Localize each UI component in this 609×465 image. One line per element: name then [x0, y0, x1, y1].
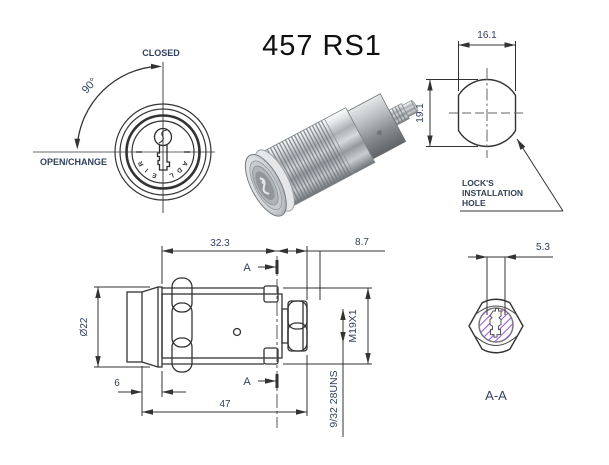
dim-keyway-label: 5.3: [536, 242, 550, 253]
dim-32-3-label: 32.3: [210, 238, 230, 249]
hole-width-label: 16.1: [477, 30, 497, 41]
dim-head-diameter: [94, 286, 150, 368]
section-view: 5.3 A-A: [468, 242, 553, 403]
open-change-label: OPEN/CHANGE: [40, 157, 107, 167]
hole-width-dimension: [458, 41, 516, 91]
front-face: [244, 149, 295, 217]
dim-32-3: [161, 246, 277, 284]
dim-6: [118, 366, 186, 416]
closed-label: CLOSED: [142, 48, 180, 58]
dim-head-diameter-label: Ø22: [79, 317, 90, 336]
section-letter-top: A: [243, 262, 251, 274]
keyway-profile: [489, 308, 502, 338]
section-marker-top: [258, 260, 279, 274]
leader-arrow: [517, 139, 526, 150]
dim-thread-body: [283, 287, 372, 365]
retaining-clip-bottom: [263, 347, 279, 365]
dim-8-7: [277, 246, 385, 300]
thread-tail-label: 9/32 28UNS: [328, 370, 340, 427]
retaining-clip-top: [263, 285, 279, 303]
section-hatch: [479, 308, 513, 342]
brand-letter: A: [180, 160, 189, 168]
hole-note-line1: LOCK'S: [462, 178, 494, 188]
dim-47-label: 47: [219, 399, 231, 410]
thread-body-label: M19X1: [347, 309, 359, 342]
section-letter-bottom: A: [243, 376, 251, 388]
hole-note-line2: INSTALLATION: [462, 188, 523, 198]
lock-3d-render: [244, 93, 419, 217]
hole-outline: [457, 78, 517, 148]
page-title: 457 RS1: [262, 30, 382, 62]
front-view: R I E L D A CLOSED 90° OPEN/CHANGE: [33, 48, 215, 213]
side-view: 32.3 8.7 Ø22 6 47 M19X1 9/32 28UNS A A: [79, 237, 385, 437]
arc-arrow-to-closed: [151, 63, 162, 70]
dim-47: [142, 355, 308, 416]
face-key-slot: [259, 177, 270, 195]
hole-note-leader: [460, 138, 564, 212]
hex-nut: [171, 277, 193, 373]
dim-6-label: 6: [114, 378, 120, 389]
hole-height-label: 19.1: [415, 103, 426, 123]
brand-letter: I: [144, 167, 150, 174]
brand-ring-text: R I E L D A: [137, 160, 189, 180]
section-outer-profile: [468, 298, 524, 354]
key-glyph: [153, 127, 173, 171]
face-bezel-ring: [125, 114, 201, 190]
hole-note-line3: HOLE: [462, 198, 486, 208]
face-inner-ring: [131, 120, 195, 184]
block-hole: [376, 130, 383, 136]
threaded-body-side: [161, 285, 283, 365]
brand-letter: L: [168, 171, 174, 179]
brand-letter: R: [137, 160, 146, 168]
section-chamfer-bottom: [472, 333, 520, 346]
brand-letter: E: [151, 171, 158, 179]
face-ring-2: [119, 108, 207, 196]
installation-hole-view: 16.1 19.1 LOCK'S INSTALLATION HOLE: [415, 30, 564, 212]
dim-keyway-width: [468, 254, 553, 315]
tail-shaft: [281, 300, 308, 352]
body-hole: [232, 327, 242, 337]
face-outer-ring: [114, 103, 212, 201]
rotation-arc: [74, 63, 162, 150]
hole-height-dimension: [426, 79, 478, 147]
arc-arrow-to-open: [74, 138, 81, 150]
brand-letter: D: [175, 166, 183, 175]
section-view-label: A-A: [485, 388, 507, 403]
head-bezel-taper: [141, 286, 159, 368]
section-marker-bottom: [258, 374, 279, 388]
section-chamfer-top: [474, 305, 518, 316]
dim-8-7-label: 8.7: [355, 237, 369, 248]
angle-label: 90°: [80, 76, 100, 96]
head-front-cylinder: [126, 291, 143, 363]
